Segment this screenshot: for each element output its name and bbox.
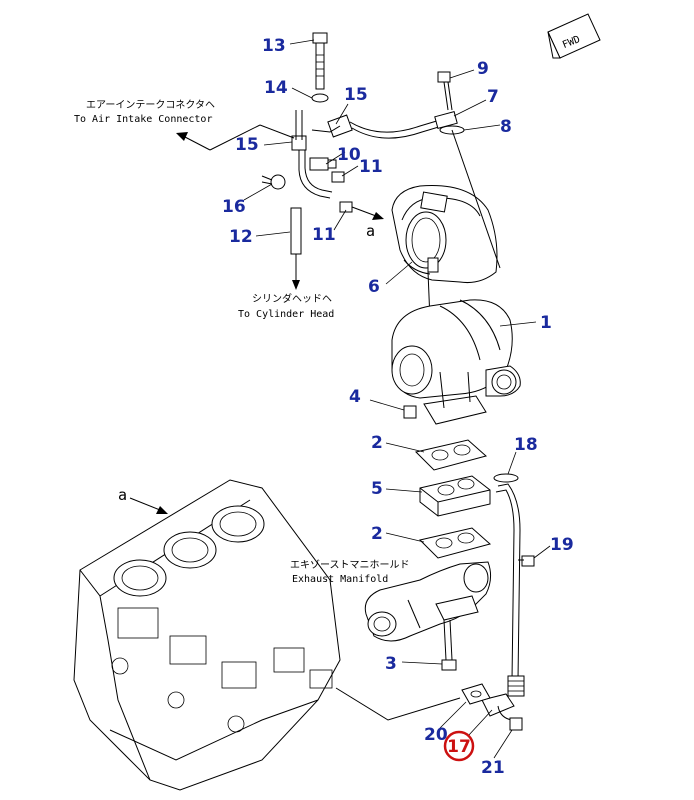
cylinder-head-label-en: To Cylinder Head <box>238 309 334 320</box>
exhaust-manifold-label-en: Exhaust Manifold <box>292 574 388 585</box>
callout-16: 16 <box>222 197 246 217</box>
callout-13: 13 <box>262 36 286 56</box>
callout-4: 4 <box>349 387 361 407</box>
turbocharger-1 <box>391 299 521 425</box>
callout-leaders <box>243 39 551 759</box>
callout-11-upper: 11 <box>359 157 383 177</box>
nut-11-upper <box>331 171 345 183</box>
cylinder-block <box>73 479 341 791</box>
gasket-2-upper <box>415 439 488 471</box>
callout-3: 3 <box>385 654 397 674</box>
washer-14 <box>311 93 329 103</box>
callout-14: 14 <box>264 78 288 98</box>
callout-19: 19 <box>550 535 574 555</box>
callout-6: 6 <box>368 277 380 297</box>
cylinder-head-label-jp: シリンダヘッドヘ <box>252 292 332 305</box>
callout-10: 10 <box>337 145 361 165</box>
air-intake-label-en: To Air Intake Connector <box>74 114 212 125</box>
turbo-cover-6 <box>391 129 501 321</box>
ref-a-arrow-upper <box>351 206 384 220</box>
exhaust-manifold <box>364 561 492 642</box>
callout-1: 1 <box>540 313 552 333</box>
callout-15-lower: 15 <box>235 135 259 155</box>
oil-drain-tube <box>481 473 525 723</box>
callout-2-lower: 2 <box>371 524 383 544</box>
gasket-20 <box>461 683 491 705</box>
callout-17: 17 <box>447 737 471 757</box>
ref-a-arrow-lower <box>129 497 168 514</box>
gasket-2-lower <box>419 527 492 559</box>
bolt-13 <box>312 32 328 90</box>
callout-18: 18 <box>514 435 538 455</box>
callout-11-lower: 11 <box>312 225 336 245</box>
highlight-callout-17[interactable]: 17 <box>443 730 475 762</box>
ref-a-upper-label: a <box>366 222 375 240</box>
callout-9: 9 <box>477 59 489 79</box>
air-intake-label-jp: エアーインテークコネクタヘ <box>86 99 215 111</box>
nut-4 <box>403 405 417 419</box>
spacer-5 <box>419 475 491 517</box>
callout-5: 5 <box>371 479 383 499</box>
highlight-ring <box>443 730 475 762</box>
bolt-16 <box>261 174 286 190</box>
manifold-leader <box>335 687 461 721</box>
callout-15-upper: 15 <box>344 85 368 105</box>
callout-7: 7 <box>487 87 499 107</box>
bolt-3 <box>441 619 457 671</box>
ref-a-lower-label: a <box>118 486 127 504</box>
clip-19 <box>518 555 535 567</box>
oil-tube-assembly <box>291 110 458 199</box>
callout-8: 8 <box>500 117 512 137</box>
callout-2-upper: 2 <box>371 433 383 453</box>
bolt-9 <box>437 71 453 111</box>
callout-12: 12 <box>229 227 253 247</box>
callout-21: 21 <box>481 758 505 778</box>
bolt-21 <box>509 717 523 731</box>
tube-12 <box>290 207 302 290</box>
exhaust-manifold-label-jp: エキゾーストマニホールド <box>290 559 410 571</box>
air-intake-arrow <box>176 124 295 151</box>
fwd-indicator: FWD <box>547 13 601 59</box>
callout-20: 20 <box>424 725 448 745</box>
